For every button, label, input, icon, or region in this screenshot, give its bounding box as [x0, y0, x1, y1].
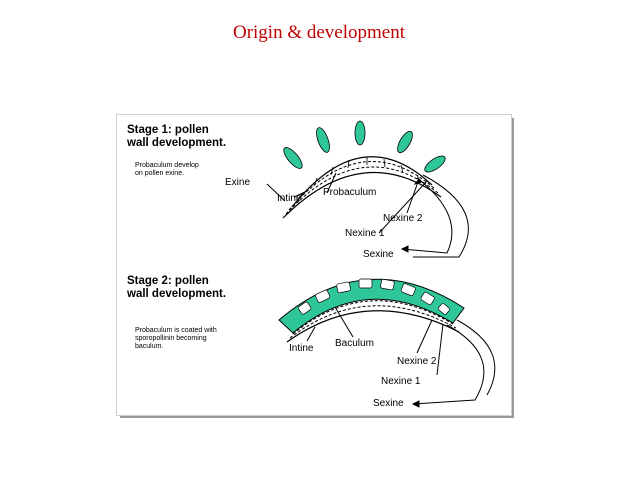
stage1-sexine-curve	[401, 177, 453, 254]
stage1-label-nexine1: Nexine 1	[345, 228, 385, 239]
pollen-wall-diagram	[266, 120, 496, 408]
stage2-intine-leader	[306, 326, 316, 342]
stage1-label-nexine2: Nexine 2	[383, 213, 423, 224]
stage2-drawing	[278, 278, 496, 408]
stage2-baculum-leader	[334, 306, 354, 338]
slide-title: Origin & development	[232, 22, 406, 43]
stage1-title: Stage 1: pollen wall development.	[127, 124, 227, 149]
pollen-wall-figure: Stage 1: pollen wall development. Probac…	[116, 114, 512, 416]
stage1-sexine-arrowhead	[400, 245, 409, 253]
stage2-nexine-band-dashed	[292, 300, 454, 335]
stage2-label-nexine2: Nexine 2	[397, 356, 437, 367]
stage1-label-sexine: Sexine	[363, 249, 394, 260]
stage2-outer-curve	[456, 319, 496, 396]
stage2-label-intine: Intine	[289, 343, 314, 354]
stage1-probacula	[283, 120, 446, 173]
stage1-intine-band	[282, 171, 442, 219]
stage1-outer-curve	[413, 174, 469, 258]
stage2-label-baculum: Baculum	[335, 338, 374, 349]
stage1-note: Probaculum develop on pollen exine.	[135, 162, 199, 177]
stage1-arrowhead	[413, 178, 423, 185]
stage1-label-probaculum: Probaculum	[323, 187, 377, 198]
stage2-lumina	[298, 278, 450, 315]
stage2-sexine-curve	[412, 324, 485, 405]
stage1-nexine1-leader	[378, 180, 428, 234]
stage2-nexine1-leader	[436, 323, 444, 376]
stage1-intine-leader	[293, 191, 306, 198]
stage2-nexine2-leader	[416, 319, 433, 354]
stage2-note: Probaculum is coated with sporopollinin …	[135, 327, 217, 350]
stage1-probaculum-leader	[326, 172, 337, 194]
stage1-drawing	[266, 120, 469, 258]
stage2-sexine-arrowhead	[411, 400, 420, 408]
stage1-label-exine: Exine	[225, 177, 251, 188]
stage2-label-nexine1: Nexine 1	[381, 376, 421, 387]
stage1-radial-ticks	[297, 157, 421, 202]
stage1-label-intine: Intine	[277, 193, 302, 204]
stage1-exine-leader	[266, 183, 286, 202]
stage2-title: Stage 2: pollen wall development.	[127, 275, 227, 300]
stage2-intine-band	[286, 310, 460, 343]
stage2-nexine-band-dashed-2	[289, 305, 457, 339]
stage2-label-sexine: Sexine	[373, 398, 404, 409]
stage1-nexine-band-outer	[291, 156, 433, 208]
